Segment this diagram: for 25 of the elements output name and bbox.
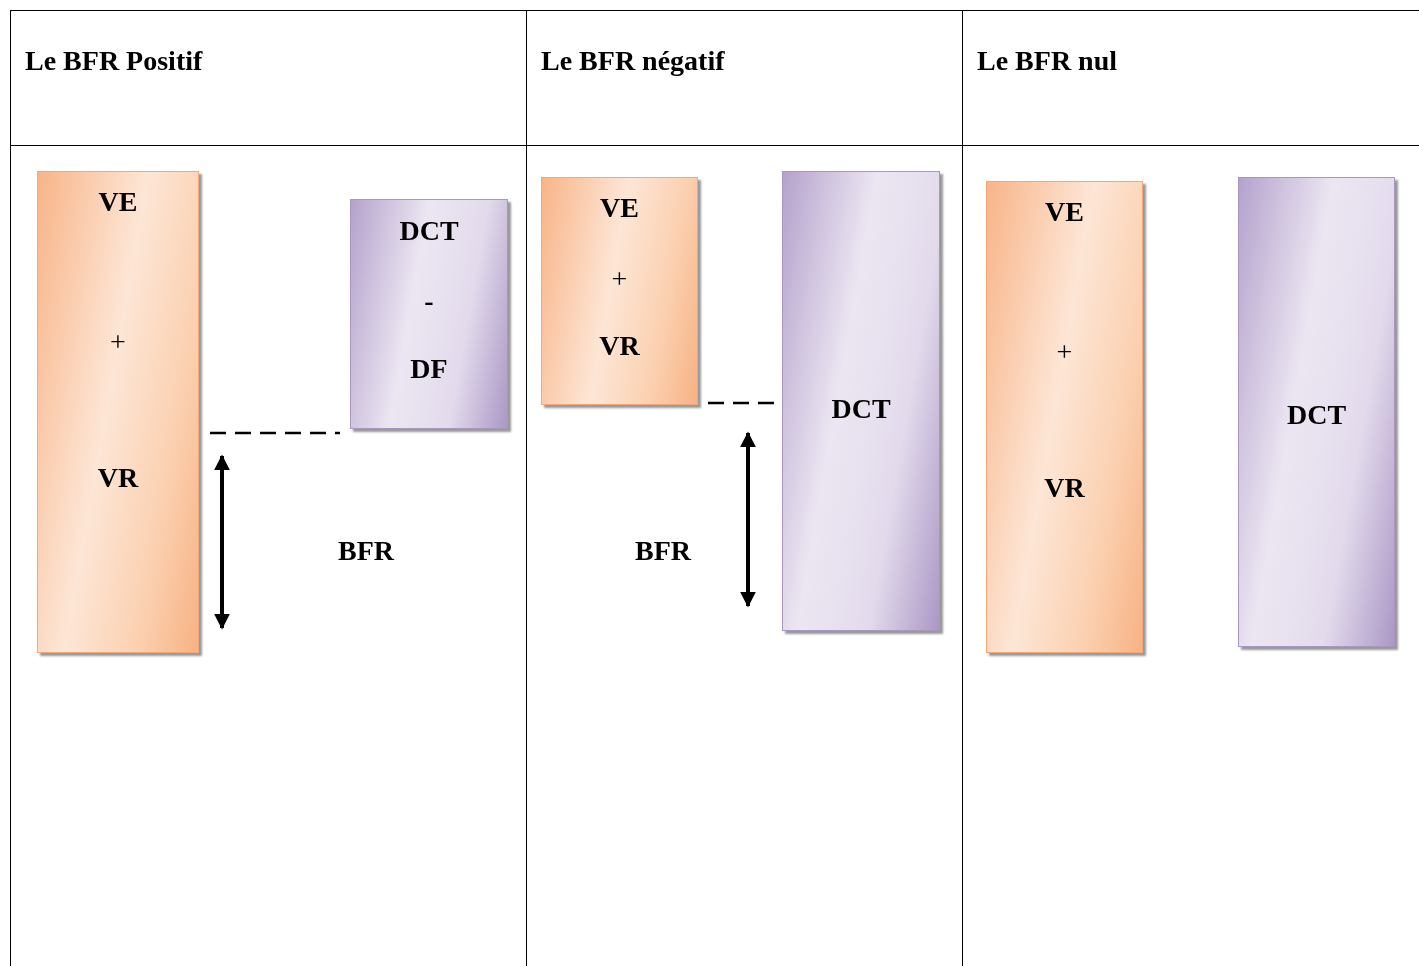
stacked-bar xyxy=(986,181,1143,653)
stacked-bar xyxy=(541,177,698,405)
column-heading: Le BFR nul xyxy=(977,45,1118,77)
bar-label: VE xyxy=(97,185,139,219)
bar-label: - xyxy=(423,284,435,318)
bar-label: VR xyxy=(96,461,140,495)
bar-label: DCT xyxy=(398,214,460,248)
bar-label: DCT xyxy=(1285,398,1348,432)
dimension-label: BFR xyxy=(635,535,691,567)
stacked-bar xyxy=(350,199,508,429)
column-heading: Le BFR Positif xyxy=(25,45,203,77)
stacked-bar xyxy=(37,171,199,653)
column-heading: Le BFR négatif xyxy=(541,45,725,77)
bar-label: + xyxy=(610,262,629,296)
stacked-bar xyxy=(782,171,940,631)
bar-label: + xyxy=(109,325,127,359)
bar-label: VE xyxy=(599,191,640,225)
bar-label: VE xyxy=(1044,195,1085,229)
stacked-bar xyxy=(1238,177,1395,647)
bar-label: DF xyxy=(409,352,449,386)
bar-label: VR xyxy=(598,329,641,363)
bar-label: + xyxy=(1055,335,1074,369)
bar-label: VR xyxy=(1043,471,1086,505)
bar-label: DCT xyxy=(830,392,892,426)
dimension-label: BFR xyxy=(338,535,394,567)
